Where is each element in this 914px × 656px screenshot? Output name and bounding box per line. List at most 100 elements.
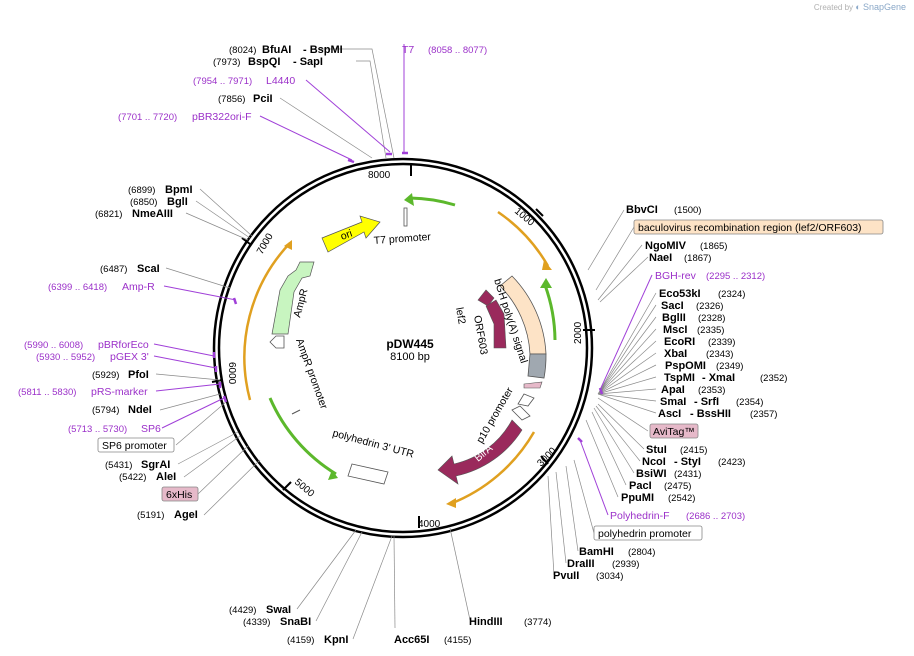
bira-arrow bbox=[437, 419, 523, 485]
snapgene-logo-icon: ◐ bbox=[855, 2, 861, 12]
enzyme-pos-bbvci: (1500) bbox=[674, 205, 701, 216]
tick-label-4000: 4000 bbox=[418, 519, 441, 530]
green-arrowhead-2 bbox=[540, 278, 552, 288]
primer-range-bghrev: (2295 .. 2312) bbox=[706, 271, 765, 282]
enzyme-pos-snabi: (4339) bbox=[243, 617, 270, 628]
orange-feature-arc-3 bbox=[243, 242, 291, 401]
primer-ampr: Amp-R bbox=[122, 281, 155, 293]
leader-ncoi bbox=[595, 405, 641, 462]
enzyme-bsshii: - BssHII bbox=[690, 408, 731, 420]
enzyme-nmeaiii: NmeAIII bbox=[132, 208, 173, 220]
enzyme-msci: MscI bbox=[663, 324, 687, 336]
polyhedrin-utr-box bbox=[347, 463, 389, 485]
enzyme-pfoi: PfoI bbox=[128, 369, 149, 381]
left-labels: (6899) BpmI (6850) BglI (6821) NmeAIII (… bbox=[18, 184, 199, 521]
enzyme-pos-apai: (2353) bbox=[698, 385, 725, 396]
enzyme-pcii: PciI bbox=[253, 93, 273, 105]
green-feature-arc-3 bbox=[268, 397, 337, 476]
enzyme-bbvci: BbvCI bbox=[626, 204, 658, 216]
enzyme-pos-xbai: (2343) bbox=[706, 349, 733, 360]
plasmid-backbone bbox=[212, 157, 594, 539]
enzyme-pos-bspqi: (7973) bbox=[213, 57, 240, 68]
primer-marker-ampr bbox=[232, 297, 238, 305]
leader-paci bbox=[591, 411, 627, 486]
enzyme-smai: SmaI bbox=[660, 396, 686, 408]
leader-bsiwi bbox=[593, 407, 635, 474]
lef2-arrow bbox=[477, 289, 495, 307]
orf603-label: ORF603 bbox=[471, 314, 490, 355]
primer-range-pgex3: (5930 .. 5952) bbox=[36, 352, 95, 363]
enzyme-ngomiv: NgoMIV bbox=[645, 240, 687, 252]
avitag-label: AviTag™ bbox=[653, 426, 695, 438]
leader-swai bbox=[296, 529, 357, 610]
ampr-promoter-label: AmpR promoter bbox=[293, 337, 330, 411]
primer-marker-sp6 bbox=[222, 395, 228, 403]
primer-l4440: L4440 bbox=[266, 75, 295, 87]
green-arrowhead-1 bbox=[404, 193, 414, 206]
snapgene-brand: Created by ◐ SnapGene bbox=[814, 2, 906, 12]
leader-6xhis bbox=[197, 445, 249, 495]
enzyme-scai: ScaI bbox=[137, 263, 160, 275]
enzyme-pos-naei: (1867) bbox=[684, 253, 711, 264]
enzyme-pos-ncoi: (2423) bbox=[718, 457, 745, 468]
leader-naei bbox=[599, 256, 649, 303]
polyhedrin-promoter-label: polyhedrin promoter bbox=[598, 528, 692, 540]
leader-draiii bbox=[555, 471, 567, 564]
enzyme-pos-saci: (2326) bbox=[696, 301, 723, 312]
enzyme-pos-bamhi: (2804) bbox=[628, 547, 655, 558]
enzyme-pos-pspomi: (2349) bbox=[716, 361, 743, 372]
primer-range-ampr: (6399 .. 6418) bbox=[48, 282, 107, 293]
enzyme-pos-nmeaiii: (6821) bbox=[95, 209, 122, 220]
leader-acc65i bbox=[393, 535, 396, 629]
enzyme-pos-hindiii: (3774) bbox=[524, 617, 551, 628]
orange-arrowhead-1 bbox=[542, 260, 552, 270]
leader-cluster bbox=[597, 292, 657, 414]
leader-polyprom bbox=[573, 459, 595, 534]
leader-avitag bbox=[597, 397, 649, 432]
right-labels: BbvCI (1500) baculovirus recombination r… bbox=[553, 204, 884, 582]
polyhedrin-promoter-arrow bbox=[511, 405, 531, 421]
enzyme-pos-paci: (2475) bbox=[664, 481, 691, 492]
enzyme-ppumi: PpuMI bbox=[621, 492, 654, 504]
primer-range-t7: (8058 .. 8077) bbox=[428, 45, 487, 56]
baculovirus-region-label: baculovirus recombination region (lef2/O… bbox=[638, 222, 862, 234]
leader-ampr-primer bbox=[163, 285, 237, 301]
leader-baculo bbox=[595, 226, 635, 291]
enzyme-bspmi: - BspMI bbox=[303, 44, 343, 56]
enzyme-ecori: EcoRI bbox=[664, 336, 695, 348]
primer-pbr322ori: pBR322ori-F bbox=[192, 111, 252, 123]
enzyme-bspqi: BspQI bbox=[248, 56, 280, 68]
polyhedrin-promoter-box bbox=[593, 525, 703, 541]
6xhis-label: 6xHis bbox=[166, 489, 192, 501]
sp6-promoter-box bbox=[97, 437, 175, 453]
leader-sp6 bbox=[161, 397, 225, 429]
enzyme-naei: NaeI bbox=[649, 252, 672, 264]
enzyme-sgrai: SgrAI bbox=[141, 459, 170, 471]
enzyme-pos-bpmi: (6899) bbox=[128, 185, 155, 196]
leader-sp6prom bbox=[175, 401, 227, 446]
enzyme-xbai: XbaI bbox=[664, 348, 687, 360]
leader-bgli bbox=[195, 200, 251, 239]
top-labels: (8024) BfuAI - BspMI (7973) BspQI - SapI… bbox=[118, 44, 487, 123]
primer-range-l4440: (7954 .. 7971) bbox=[193, 76, 252, 87]
enzyme-pos-swai: (4429) bbox=[229, 605, 256, 616]
leader-lines bbox=[153, 44, 657, 640]
primer-range-polyhedrinf: (2686 .. 2703) bbox=[686, 511, 745, 522]
enzyme-srfi: - SrfI bbox=[694, 396, 719, 408]
enzyme-hindiii: HindIII bbox=[469, 616, 503, 628]
primer-marker-pbr322ori bbox=[347, 158, 355, 164]
avitag-marker bbox=[523, 381, 543, 389]
ampr-arrow bbox=[271, 261, 315, 335]
avitag-box bbox=[649, 423, 699, 439]
primer-marker-polyhedrinf bbox=[577, 437, 583, 443]
leader-ppumi bbox=[585, 419, 619, 498]
primer-range-pbrforeco: (5990 .. 6008) bbox=[24, 340, 83, 351]
enzyme-pos-pfoi: (5929) bbox=[92, 370, 119, 381]
enzyme-pos-acc65i: (4155) bbox=[444, 635, 471, 646]
leader-pcii bbox=[279, 97, 373, 159]
enzyme-bsiwi: BsiWI bbox=[636, 468, 667, 480]
leader-bfuai bbox=[320, 48, 395, 159]
leader-scai bbox=[165, 267, 231, 289]
leader-hindiii bbox=[449, 527, 471, 621]
